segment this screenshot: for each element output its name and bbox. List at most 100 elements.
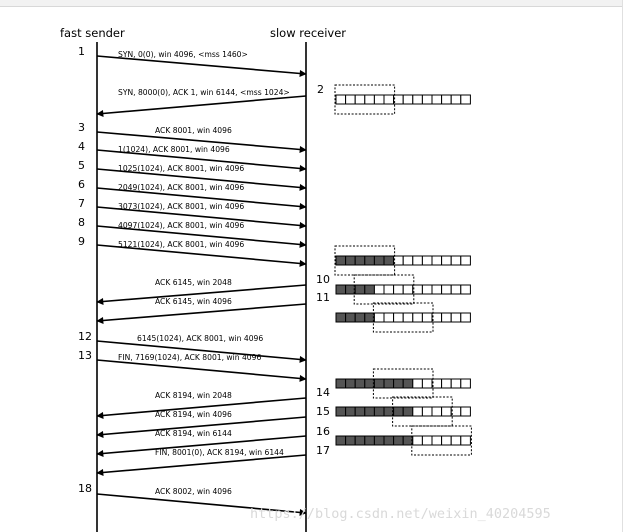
buffer-cell-filled xyxy=(393,406,404,417)
buffer-cell-filled xyxy=(383,378,395,389)
watermark: https://blog.csdn.net/weixin_40204595 xyxy=(250,506,551,522)
segment: ACK 8194, win 6144 16 xyxy=(96,425,330,457)
segment-arrow xyxy=(96,131,307,153)
advertised-window-box xyxy=(411,425,472,456)
segment-arrow xyxy=(96,244,307,267)
buffer-cell-filled xyxy=(335,406,347,417)
buffer-cell-empty xyxy=(450,312,462,323)
segment-label: ACK 8194, win 6144 xyxy=(155,429,232,438)
buffer-cell-empty xyxy=(412,94,423,105)
segment-number: 3 xyxy=(78,121,85,134)
buffer-cell-filled xyxy=(335,284,347,295)
buffer-cell-empty xyxy=(354,94,366,105)
buffer-cell-filled xyxy=(335,312,347,323)
segment-number: 16 xyxy=(316,425,330,438)
buffer-cell-empty xyxy=(421,312,433,323)
buffer-cell-filled xyxy=(345,255,356,266)
buffer-cell-filled xyxy=(373,255,385,266)
buffer-cell-filled xyxy=(393,378,404,389)
segment-number: 17 xyxy=(316,444,330,457)
buffer-cell-empty xyxy=(441,94,452,105)
segment-number: 13 xyxy=(78,349,92,362)
buffer-cell-empty xyxy=(421,284,433,295)
buffer-cell-empty xyxy=(460,406,471,417)
buffer-cell-empty xyxy=(412,312,423,323)
advertised-window-box xyxy=(334,84,396,115)
advertised-window-box xyxy=(353,274,415,305)
segment-number: 10 xyxy=(316,273,330,286)
buffer-cell-filled xyxy=(373,378,385,389)
segment-arrow xyxy=(96,416,307,438)
receive-buffer xyxy=(335,425,472,456)
buffer-cell-empty xyxy=(364,94,375,105)
buffer-cell-empty xyxy=(393,312,404,323)
buffer-cell-empty xyxy=(441,378,452,389)
buffer-cell-filled xyxy=(364,435,375,446)
buffer-cell-filled xyxy=(364,406,375,417)
buffer-cell-empty xyxy=(345,94,356,105)
segment-arrow xyxy=(96,435,307,457)
receive-buffer xyxy=(334,84,471,115)
segment-number: 4 xyxy=(78,140,85,153)
segment-label: FIN, 8001(0), ACK 8194, win 6144 xyxy=(155,448,284,457)
segment-arrow xyxy=(96,95,307,117)
segment-number: 9 xyxy=(78,235,85,248)
segment-arrow xyxy=(96,225,307,248)
buffer-cell-filled xyxy=(364,284,375,295)
buffer-cell-empty xyxy=(402,284,414,295)
segment: FIN, 8001(0), ACK 8194, win 6144 17 xyxy=(96,444,330,476)
buffer-cell-empty xyxy=(402,255,414,266)
buffer-cell-filled xyxy=(373,435,385,446)
buffer-cell-filled xyxy=(354,435,366,446)
buffer-cell-empty xyxy=(460,94,471,105)
segment-label: 1025(1024), ACK 8001, win 4096 xyxy=(118,164,244,173)
buffer-cell-empty xyxy=(450,435,462,446)
buffer-cell-empty xyxy=(460,378,471,389)
buffer-cell-empty xyxy=(431,255,443,266)
segment: FIN, 7169(1024), ACK 8001, win 4096 13 xyxy=(78,349,307,382)
sender-header: fast sender xyxy=(60,26,125,40)
buffer-cell-empty xyxy=(460,284,471,295)
segment-number: 11 xyxy=(316,291,330,304)
buffer-cell-empty xyxy=(412,255,423,266)
advertised-window-box xyxy=(392,396,453,427)
segment-label: ACK 8001, win 4096 xyxy=(155,126,232,135)
buffer-cell-filled xyxy=(345,378,356,389)
buffer-cell-empty xyxy=(460,435,471,446)
buffer-cell-empty xyxy=(450,378,462,389)
receive-buffer xyxy=(335,274,471,305)
segment-arrow xyxy=(96,55,307,77)
buffer-cell-filled xyxy=(364,255,375,266)
segment-arrow xyxy=(96,149,307,172)
segment-number: 5 xyxy=(78,159,85,172)
buffer-cell-empty xyxy=(460,255,471,266)
window-top-bar xyxy=(0,0,631,7)
receiver-header: slow receiver xyxy=(270,26,346,40)
segment: SYN, 8000(0), ACK 1, win 6144, <mss 1024… xyxy=(96,83,324,117)
segment-label: FIN, 7169(1024), ACK 8001, win 4096 xyxy=(118,353,261,362)
buffer-cell-filled xyxy=(373,406,385,417)
segment-label: 2049(1024), ACK 8001, win 4096 xyxy=(118,183,244,192)
buffer-cell-empty xyxy=(373,284,385,295)
buffer-cell-filled xyxy=(345,312,356,323)
buffer-cell-empty xyxy=(441,435,452,446)
buffer-cell-empty xyxy=(441,284,452,295)
segment-number: 14 xyxy=(316,386,330,399)
buffer-cell-empty xyxy=(412,435,423,446)
buffer-cell-empty xyxy=(450,284,462,295)
advertised-window-box xyxy=(372,302,434,333)
segment-arrow xyxy=(96,359,307,382)
buffer-cell-empty xyxy=(441,312,452,323)
segment-arrow xyxy=(96,340,307,363)
segment-number: 1 xyxy=(78,45,85,58)
segment-arrow xyxy=(96,397,307,419)
segment-arrow xyxy=(96,493,307,516)
buffer-cell-empty xyxy=(373,94,385,105)
